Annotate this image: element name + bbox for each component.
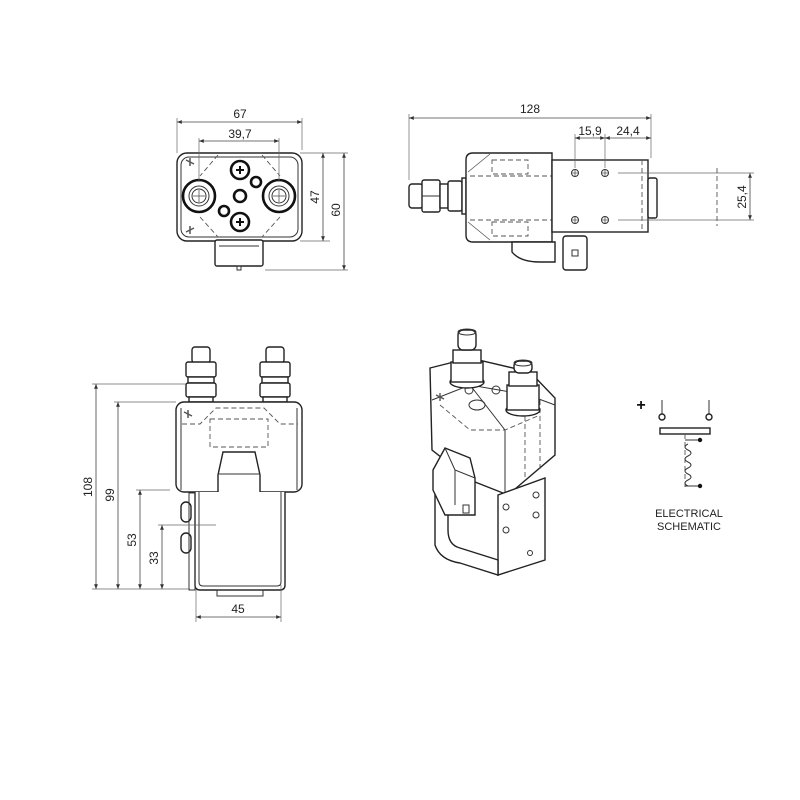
bracket-holes xyxy=(571,169,609,224)
side-view-connector xyxy=(562,235,588,271)
top-view: 67 39,7 47 60 xyxy=(176,107,348,271)
front-view: 108 99 53 33 45 xyxy=(81,346,303,622)
dim-body-bottom-height: 53 xyxy=(125,533,139,547)
screw-bottom-icon xyxy=(229,211,251,233)
isometric-view xyxy=(429,328,556,576)
dim-overall-height: 108 xyxy=(81,477,95,497)
dim-hole-vertical-spacing: 25,4 xyxy=(735,185,749,209)
schematic-label-line2: SCHEMATIC xyxy=(657,521,721,533)
dim-hole-spacing-2: 24,4 xyxy=(616,124,640,138)
top-view-connector xyxy=(214,239,264,267)
iso-stud-right xyxy=(505,359,541,417)
schematic-label-line1: ELECTRICAL xyxy=(655,508,723,520)
dim-terminal-spacing: 39,7 xyxy=(228,127,252,141)
coil-icon xyxy=(684,443,692,487)
plus-polarity-icon: + xyxy=(636,397,645,414)
side-view: 128 15,9 24,4 25,4 xyxy=(408,102,754,271)
side-view-bracket xyxy=(551,159,649,233)
iso-stud-left xyxy=(449,328,485,389)
dim-overall-width: 67 xyxy=(233,107,247,121)
dim-body-depth: 47 xyxy=(308,190,322,204)
dim-bracket-hole-height: 33 xyxy=(147,551,161,565)
dim-overall-depth: 60 xyxy=(329,203,343,217)
side-view-body xyxy=(465,152,553,243)
screw-top-icon xyxy=(229,159,251,181)
dim-overall-length: 128 xyxy=(520,102,540,116)
dim-bracket-width: 45 xyxy=(231,602,245,616)
dim-hole-spacing-1: 15,9 xyxy=(578,124,602,138)
dim-body-top-height: 99 xyxy=(103,488,117,502)
contact-bar xyxy=(659,427,711,435)
electrical-schematic: + ELECTRICAL SCHEMATIC xyxy=(636,397,723,533)
